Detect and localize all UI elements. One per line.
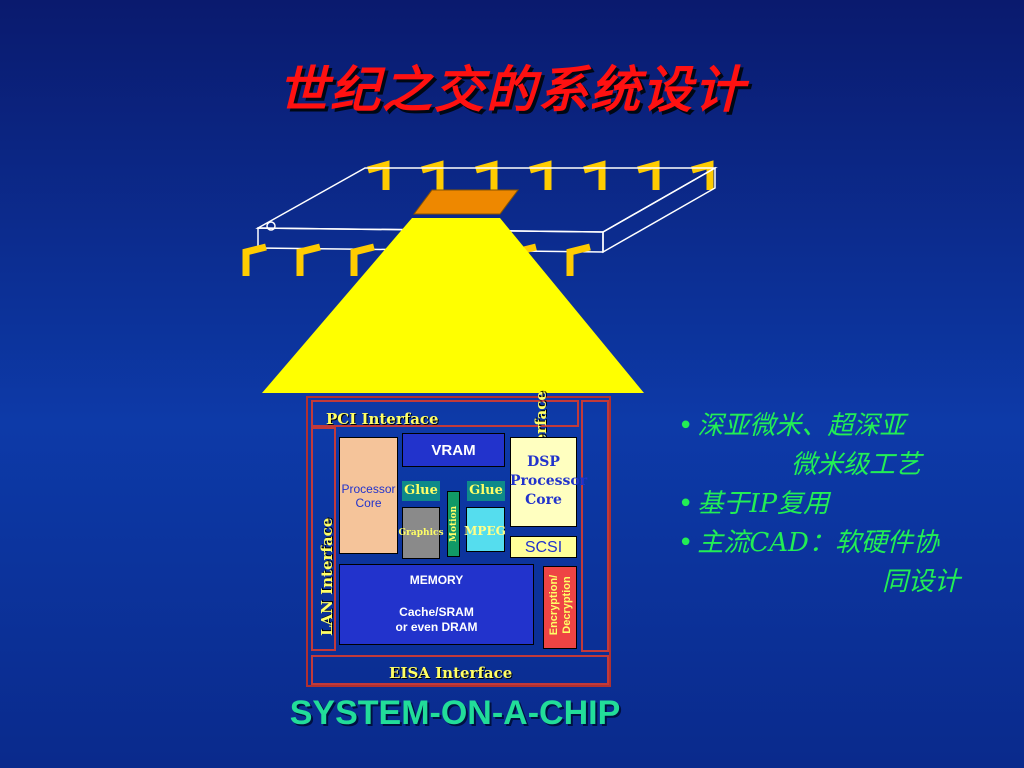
pci-interface-label: PCI Interface (326, 410, 439, 428)
encryption-label: Encryption/ Decryption (548, 574, 573, 636)
eisa-interface-label: EISA Interface (389, 664, 513, 682)
bullet-item: •深亚微米、超深亚 (678, 411, 906, 441)
pin1-marker (266, 221, 276, 231)
bullet-text: 基于IP复用 (697, 489, 830, 519)
glue-left-block: Glue (402, 481, 440, 501)
processor-core-label: Processor Core (341, 482, 396, 510)
memory-line1: Cache/SRAM (399, 605, 474, 619)
bullet-text: 主流CAD：软硬件协 (697, 528, 939, 558)
mpeg-label: MPEG (464, 524, 506, 538)
processor-core-block (339, 437, 398, 554)
die (413, 189, 519, 215)
mpeg-block (466, 507, 505, 552)
memory-line2: or even DRAM (395, 620, 478, 634)
bullet-text: 深亚微米、超深亚 (697, 411, 906, 441)
slide-title: 世纪之交的系统设计 (278, 60, 746, 119)
bullet-text: 同设计 (882, 567, 961, 597)
graphics-label: Graphics (398, 528, 444, 538)
io-interface-box (581, 400, 609, 652)
lan-interface-box (311, 427, 336, 651)
bullet-item-continuation: 同设计 (678, 563, 1023, 602)
pci-interface-box (311, 400, 579, 427)
lan-interface-label: LAN Interface (318, 517, 336, 636)
bullet-list: •深亚微米、超深亚 微米级工艺 •基于IP复用 •主流CAD：软硬件协 同设计 (678, 407, 1023, 602)
encryption-block (543, 566, 577, 649)
projection-beam (262, 218, 644, 393)
soc-outer-frame (306, 396, 611, 687)
soc-caption: SYSTEM-ON-A-CHIP (289, 694, 621, 732)
dsp-processor-block (510, 437, 577, 527)
scsi-block: SCSI (510, 536, 577, 558)
bullet-item: •基于IP复用 (678, 489, 830, 519)
memory-block: MEMORY Cache/SRAM or even DRAM (339, 564, 534, 645)
memory-title: MEMORY (409, 573, 464, 587)
dsp-processor-label: DSP Processor Core (510, 454, 588, 508)
vram-block: VRAM (402, 433, 505, 467)
eisa-interface-box (311, 655, 609, 685)
bullet-item: •主流CAD：软硬件协 (678, 528, 939, 558)
bullet-item-continuation: 微米级工艺 (678, 446, 1023, 485)
graphics-block (402, 507, 440, 559)
motion-label: Motion (449, 505, 459, 542)
glue-right-block: Glue (467, 481, 505, 501)
motion-block (447, 491, 460, 557)
bullet-text: 微米级工艺 (791, 450, 922, 480)
